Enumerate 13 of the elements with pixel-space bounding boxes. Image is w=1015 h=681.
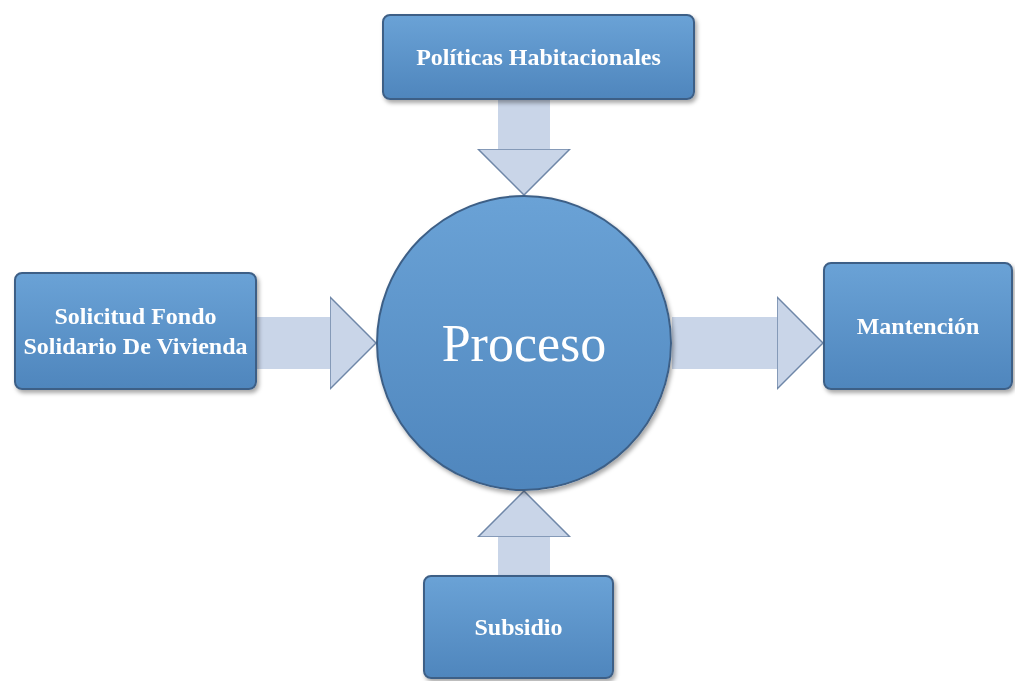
node-label: Políticas Habitacionales bbox=[416, 43, 661, 72]
process-box bbox=[423, 575, 614, 679]
node-label: Mantención bbox=[856, 312, 980, 341]
node-label: Proceso bbox=[441, 313, 607, 374]
node-label: Solicitud Fondo Solidario De Vivienda bbox=[22, 302, 249, 361]
block-arrow bbox=[477, 490, 571, 575]
block-arrow bbox=[257, 296, 377, 390]
process-box bbox=[14, 272, 257, 390]
block-arrow bbox=[672, 296, 824, 390]
process-box bbox=[382, 14, 695, 100]
process-box bbox=[823, 262, 1013, 390]
node-label: Subsidio bbox=[474, 613, 563, 642]
block-arrow bbox=[477, 100, 571, 196]
